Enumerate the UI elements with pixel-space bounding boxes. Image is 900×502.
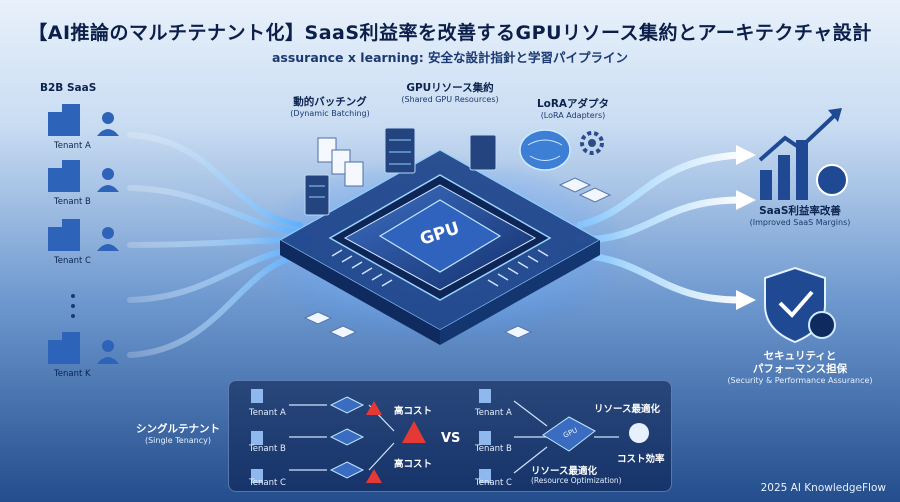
- panel-left-tenant-c: Tenant C: [249, 478, 286, 488]
- panel-left-tenant-a: Tenant A: [249, 408, 286, 418]
- single-tenancy-label: シングルテナント (Single Tenancy): [128, 423, 228, 446]
- comparison-panel: Tenant A Tenant B Tenant C 高コスト 高コスト VS …: [228, 380, 672, 492]
- panel-mini-chips: [329, 396, 596, 479]
- high-cost-bottom: 高コスト: [394, 459, 433, 470]
- shared-gpu-sub: (Shared GPU Resources): [401, 95, 499, 105]
- panel-right-tenant-c: Tenant C: [475, 478, 512, 488]
- document-icon: [317, 137, 364, 187]
- dynamic-batching-sub: (Dynamic Batching): [290, 109, 370, 119]
- bar-chart-growth-icon: [758, 108, 848, 200]
- single-tenancy-title: シングルテナント: [136, 423, 220, 435]
- cost-efficiency-label: コスト効率: [617, 454, 665, 465]
- b2b-saas-heading: B2B SaaS: [40, 82, 97, 94]
- resource-optimization-bottom: リソース最適化: [531, 466, 598, 477]
- adapter-cube-icon: [303, 177, 612, 339]
- panel-left-tenant-b: Tenant B: [249, 444, 286, 454]
- dynamic-batching-title: 動的バッチング: [293, 96, 367, 108]
- page-subtitle: assurance x learning: 安全な設計指針と学習パイプライン: [271, 50, 629, 65]
- tenant-user-icons: [97, 112, 119, 364]
- server-rack-icon: [304, 127, 497, 216]
- high-cost-top: 高コスト: [394, 406, 433, 417]
- saas-margins-sub: (Improved SaaS Margins): [749, 218, 851, 228]
- tenant-building-icons: [48, 104, 80, 364]
- brain-icon: [519, 129, 571, 171]
- ellipsis-dots: [71, 294, 75, 318]
- tenant-k-label: Tenant K: [54, 369, 91, 379]
- page-title: 【AI推論のマルチテナント化】SaaS利益率を改善するGPUリソース集約とアーキ…: [28, 22, 872, 44]
- saas-margins-label: SaaS利益率改善 (Improved SaaS Margins): [735, 205, 865, 228]
- single-tenancy-sub: (Single Tenancy): [144, 436, 211, 446]
- lora-adapters-label: LoRAアダプタ (LoRA Adapters): [518, 98, 628, 121]
- warning-triangle-icon: [366, 401, 426, 483]
- security-performance-label: セキュリティと パフォーマンス担保 (Security & Performanc…: [715, 350, 885, 386]
- lora-sub: (LoRA Adapters): [540, 111, 606, 121]
- vs-label: VS: [441, 431, 461, 446]
- gear-icon: [580, 131, 604, 155]
- panel-building-icons: [251, 389, 491, 483]
- panel-cost-icon: [629, 423, 649, 443]
- gpu-chip: [328, 174, 552, 301]
- tenant-a-label: Tenant A: [54, 141, 91, 151]
- chip-pins: [331, 249, 549, 287]
- security-title-line2: パフォーマンス担保: [752, 363, 848, 376]
- tenant-c-label: Tenant C: [54, 256, 91, 266]
- tenant-b-label: Tenant B: [54, 197, 91, 207]
- resource-optimization-sub: (Resource Optimization): [531, 476, 622, 485]
- panel-arrows: [289, 400, 619, 474]
- saas-margins-title: SaaS利益率改善: [759, 205, 841, 217]
- security-sub: (Security & Performance Assurance): [727, 376, 873, 386]
- panel-right-tenant-a: Tenant A: [475, 408, 512, 418]
- shared-gpu-title: GPUリソース集約: [406, 82, 494, 94]
- outbound-arrowheads: [736, 145, 756, 310]
- shield-check-icon: [764, 266, 836, 344]
- comparison-graphics: [251, 389, 649, 483]
- panel-right-tenant-b: Tenant B: [475, 444, 512, 454]
- security-title-line1: セキュリティと: [763, 350, 837, 362]
- shared-gpu-label: GPUリソース集約 (Shared GPU Resources): [385, 82, 515, 105]
- resource-optimization-top: リソース最適化: [594, 404, 661, 415]
- copyright: 2025 AI KnowledgeFlow: [760, 482, 886, 494]
- dynamic-batching-label: 動的バッチング (Dynamic Batching): [270, 96, 390, 119]
- lora-title: LoRAアダプタ: [536, 98, 610, 110]
